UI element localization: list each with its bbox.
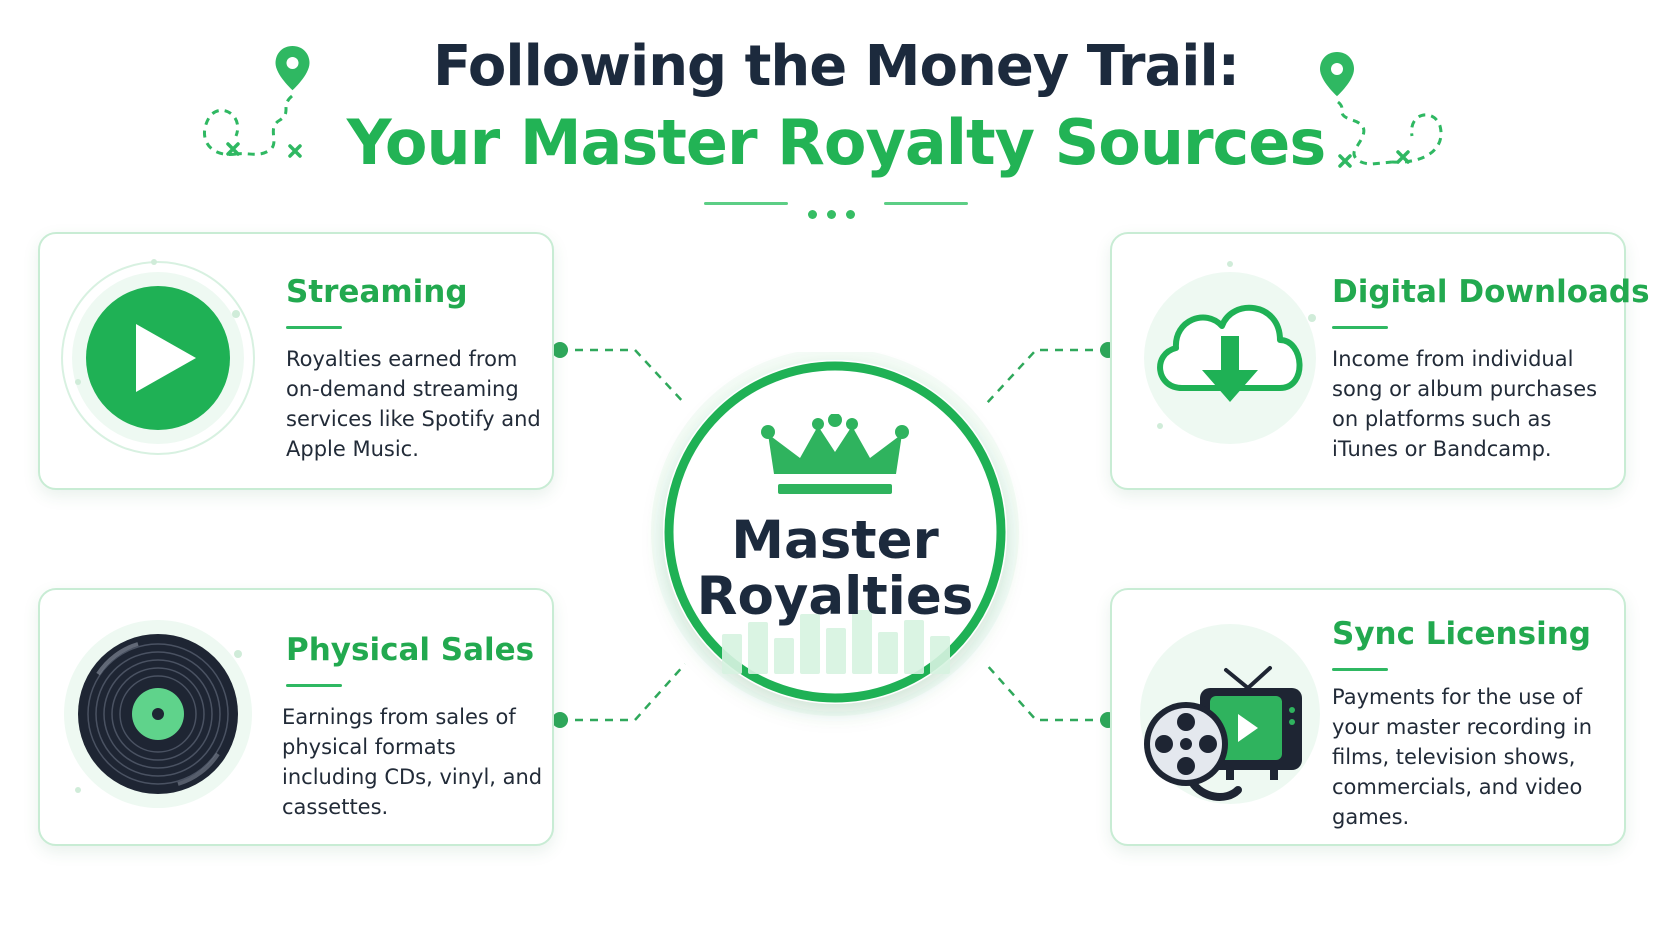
card-digital-downloads: Digital Downloads Income from individual… <box>1110 232 1650 490</box>
card-title-sync-licensing: Sync Licensing <box>1332 616 1591 652</box>
play-icon <box>61 259 255 455</box>
title-line-2: Your Master Royalty Sources <box>346 106 1327 179</box>
connector-node <box>552 712 568 728</box>
divider-left <box>704 202 788 205</box>
card-sync-licensing: Sync Licensing Payments for the use of y… <box>1110 588 1626 846</box>
card-desc-physical-sales: Earnings from sales of physical formats … <box>282 705 543 819</box>
map-trail-left-icon <box>203 46 310 158</box>
card-underline <box>286 684 342 687</box>
card-physical-sales: Physical Sales Earnings from sales of ph… <box>38 588 554 846</box>
card-title-digital-downloads: Digital Downloads <box>1332 274 1650 310</box>
vinyl-record-icon <box>64 620 252 808</box>
crown-icon <box>761 414 909 494</box>
card-title-streaming: Streaming <box>286 274 468 310</box>
divider-right <box>884 202 968 205</box>
divider-dot <box>827 210 836 219</box>
card-title-physical-sales: Physical Sales <box>286 632 535 668</box>
center-hub <box>640 348 1030 742</box>
cloud-download-icon <box>1144 261 1316 444</box>
connector-node <box>552 342 568 358</box>
card-desc-sync-licensing: Payments for the use of your master reco… <box>1332 685 1592 829</box>
center-title-line-1: Master <box>731 510 939 571</box>
divider-dot <box>846 210 855 219</box>
card-underline <box>1332 326 1388 329</box>
divider-dot <box>808 210 817 219</box>
card-desc-digital-downloads: Income from individual song or album pur… <box>1332 347 1598 461</box>
card-underline <box>286 326 342 329</box>
card-streaming: Streaming Royalties earned from on-deman… <box>38 232 554 490</box>
map-trail-right-icon <box>1320 52 1443 168</box>
card-desc-streaming: Royalties earned from on-demand streamin… <box>286 347 541 461</box>
card-underline <box>1332 668 1388 671</box>
film-tv-icon <box>1140 624 1320 804</box>
title-line-1: Following the Money Trail: <box>432 34 1240 99</box>
center-title-line-2: Royalties <box>696 566 974 627</box>
